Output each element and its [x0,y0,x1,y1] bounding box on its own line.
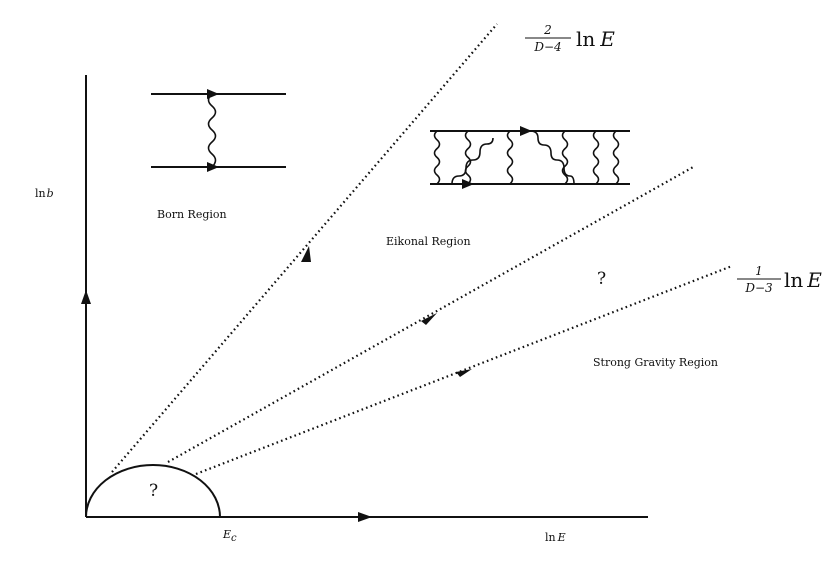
crossed-rung-b [529,130,575,185]
lower-fraction-numerator: 1 [755,264,763,278]
middle-line-arrow [421,313,437,325]
born-feynman-diagram [151,89,286,172]
rung-4 [561,130,569,185]
born-region-label: Born Region [157,208,227,221]
upper-line-arrow [301,246,311,262]
region-boundaries [111,23,733,476]
y-axis-arrowhead [81,290,91,304]
crossed-rung-a [451,137,494,185]
boundary-line-upper [111,23,498,473]
eikonal-top-arrow [520,126,532,136]
axes [81,75,648,522]
strong-gravity-region-label: Strong Gravity Region [593,356,718,369]
eikonal-ladder-diagram [430,126,630,189]
lower-line-arrow [456,369,472,377]
eikonal-bottom-arrow [462,179,474,189]
rung-5 [592,130,600,185]
upper-fraction-numerator: 2 [543,23,552,37]
rung-1 [433,130,441,185]
y-axis-label: lnb [35,187,54,200]
rung-2 [464,130,472,185]
rung-3 [506,130,514,185]
origin-unknown-mark: ? [149,481,158,501]
critical-energy-tick-label: Ec [222,528,237,544]
x-axis-arrowhead [358,512,372,522]
rung-6 [612,130,620,185]
born-graviton-propagator [207,93,217,168]
lower-fraction-denominator: D−3 [744,281,773,295]
boundary-line-lower [195,264,733,476]
eikonal-region-label: Eikonal Region [386,235,471,248]
upper-fraction-denominator: D−4 [533,40,561,54]
strong-gravity-semicircle [85,464,221,518]
eikonal-unknown-mark: ? [597,269,606,289]
